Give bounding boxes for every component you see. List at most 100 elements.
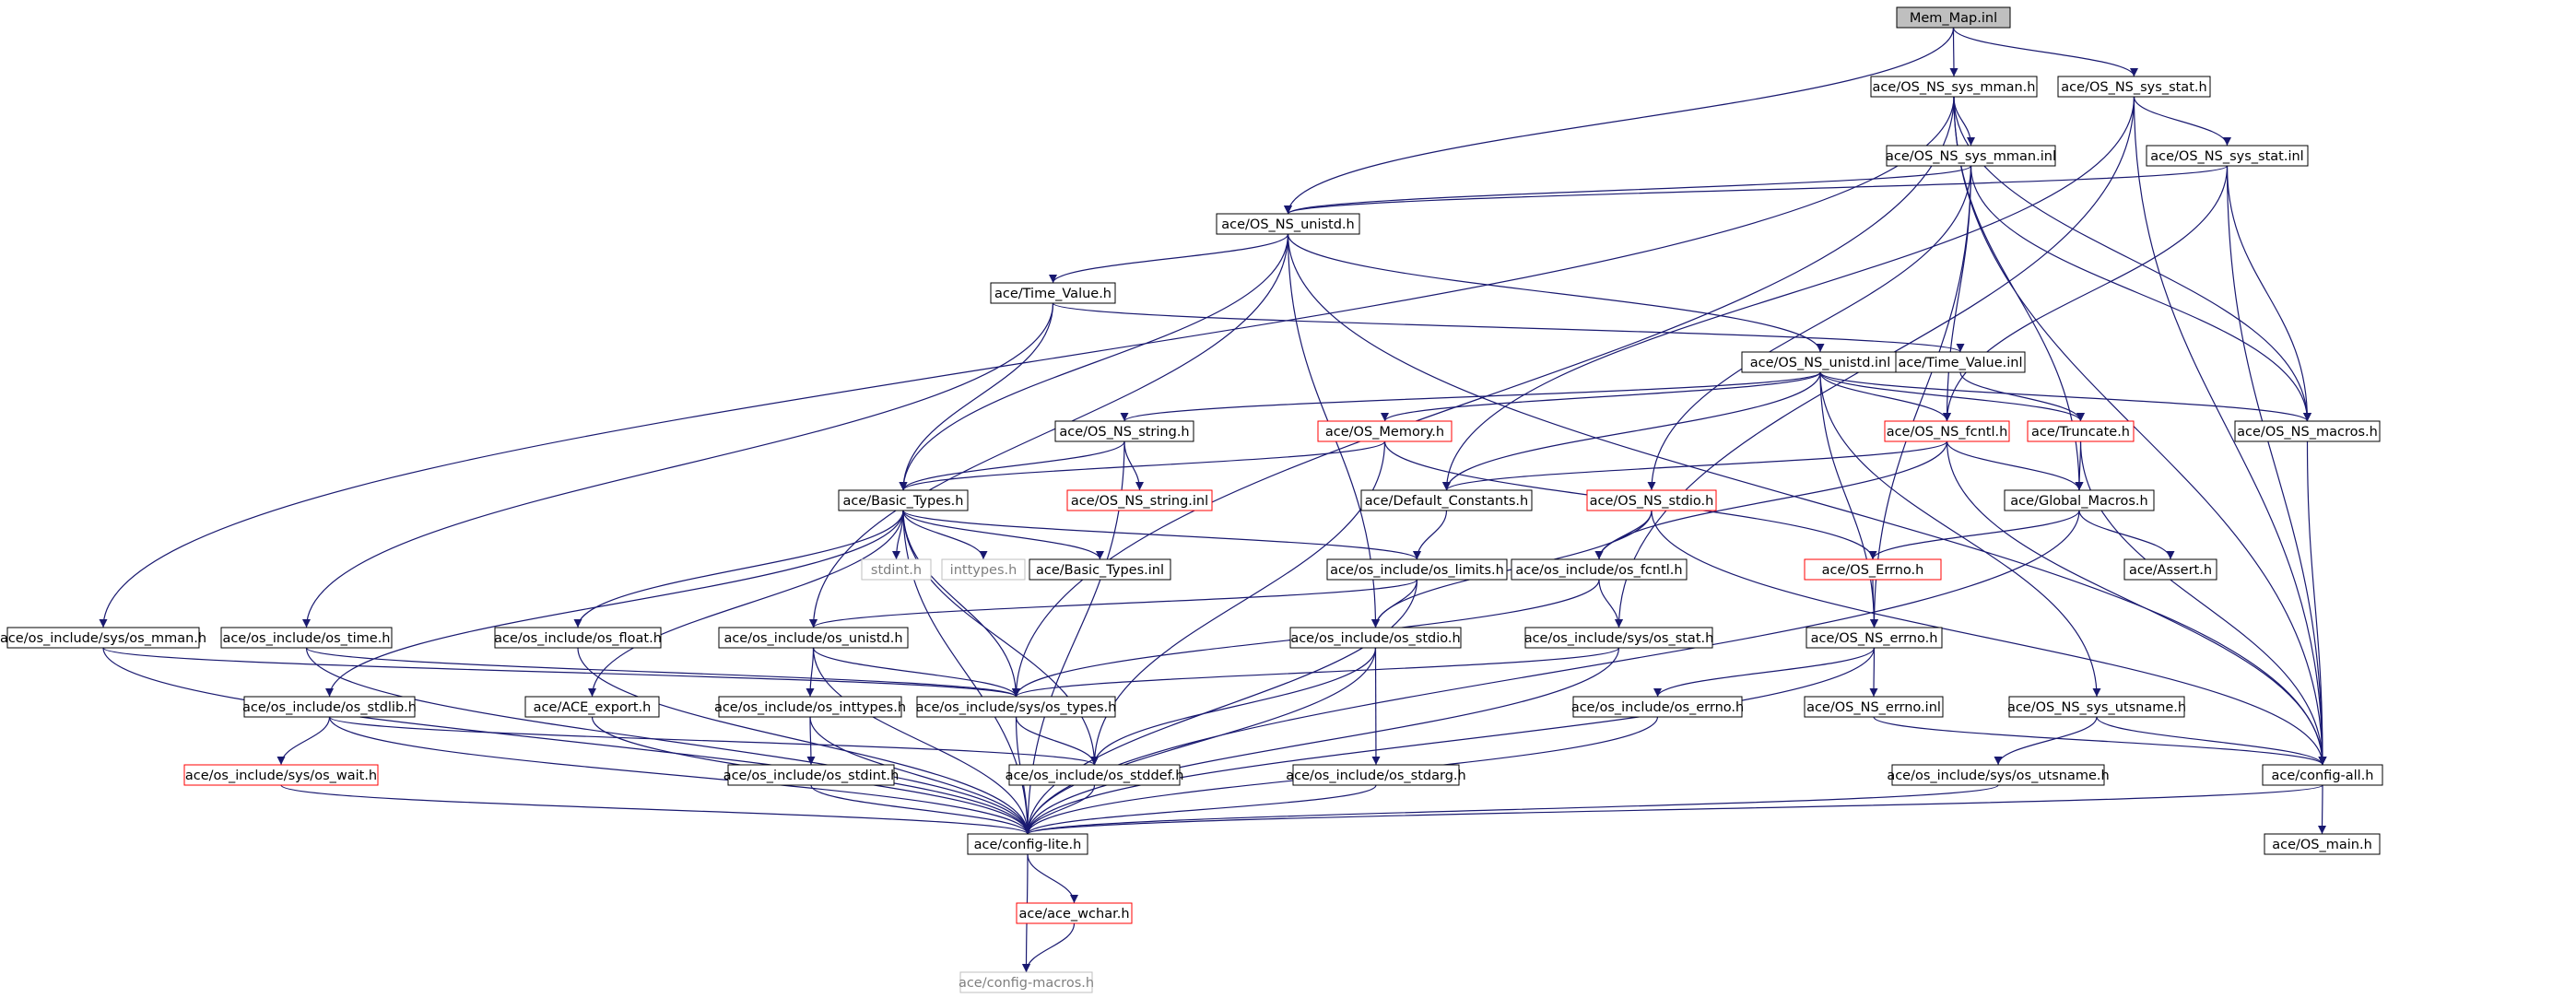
node-os-limits-h[interactable]: ace/os_include/os_limits.h: [1326, 558, 1508, 581]
node-label: ace/os_include/sys/os_mman.h: [0, 631, 206, 646]
edge-macros_h-to-config_all_h: [2306, 440, 2327, 766]
node-basic-types-inl[interactable]: ace/Basic_Types.inl: [1029, 558, 1171, 581]
node-time-value-h[interactable]: ace/Time_Value.h: [990, 282, 1116, 304]
node-label: ace/ACE_export.h: [534, 700, 652, 715]
node-assert-h[interactable]: ace/Assert.h: [2123, 558, 2217, 581]
edge-sys_stat_inl-to-config_all_h: [2226, 165, 2327, 766]
edge-sys_os_stat_h-to-config_lite_h: [1023, 647, 1620, 835]
edge-stdio_h-to-config_all_h: [1651, 510, 2327, 766]
node-sys-os-types-h[interactable]: ace/os_include/sys/os_types.h: [916, 696, 1117, 718]
node-sys-stat-h[interactable]: ace/OS_NS_sys_stat.h: [2057, 76, 2211, 98]
node-box: [718, 696, 902, 718]
edge-time_value_h-to-time_value_inl: [1052, 302, 1965, 353]
node-truncate-h[interactable]: ace/Truncate.h: [2027, 420, 2135, 442]
node-ace-wchar-h[interactable]: ace/ace_wchar.h: [1016, 902, 1133, 924]
node-os-time-h[interactable]: ace/os_include/os_time.h: [220, 627, 393, 649]
node-box: [2234, 420, 2381, 442]
node-stdint-h[interactable]: stdint.h: [861, 558, 932, 581]
node-ns-errno-h[interactable]: ace/OS_NS_errno.h: [1806, 627, 1943, 649]
node-label: ace/OS_NS_errno.h: [1811, 631, 1938, 646]
node-os-stdio-h[interactable]: ace/os_include/os_stdio.h: [1289, 627, 1462, 649]
node-label: ace/Time_Value.inl: [1898, 356, 2022, 370]
node-os-main-h[interactable]: ace/OS_main.h: [2264, 833, 2381, 855]
node-sys-os-mman-h[interactable]: ace/os_include/sys/os_mman.h: [0, 627, 206, 649]
node-label: ace/os_include/os_limits.h: [1330, 563, 1504, 578]
node-inttypes-h[interactable]: inttypes.h: [941, 558, 1026, 581]
node-os-unistd-h[interactable]: ace/os_include/os_unistd.h: [718, 627, 909, 649]
node-config-lite-h[interactable]: ace/config-lite.h: [967, 833, 1088, 855]
node-os-float-h[interactable]: ace/os_include/os_float.h: [494, 627, 662, 649]
edge-os_time_h-to-config_lite_h: [305, 647, 1032, 835]
node-os-fcntl-h[interactable]: ace/os_include/os_fcntl.h: [1511, 558, 1688, 581]
edge-ns_errno_inl-to-config_all_h: [1873, 716, 2327, 766]
node-label: ace/OS_NS_string.inl: [1071, 494, 1208, 509]
node-fcntl-h[interactable]: ace/OS_NS_fcntl.h: [1884, 420, 2010, 442]
node-stdio-h[interactable]: ace/OS_NS_stdio.h: [1586, 489, 1717, 511]
node-sys-stat-inl[interactable]: ace/OS_NS_sys_stat.inl: [2146, 145, 2309, 167]
node-box: [1572, 696, 1743, 718]
node-box: [1884, 420, 2010, 442]
node-os-stdint-h[interactable]: ace/os_include/os_stdint.h: [723, 764, 900, 786]
node-box: [2123, 558, 2217, 581]
node-ace-export-h[interactable]: ace/ACE_export.h: [524, 696, 660, 718]
edge-unistd_h-to-config_all_h: [1287, 233, 2327, 766]
edge-basic_types_h-to-os_stdlib_h: [325, 510, 904, 698]
node-macros-h[interactable]: ace/OS_NS_macros.h: [2234, 420, 2381, 442]
node-label: Mem_Map.inl: [1910, 11, 1997, 26]
node-basic-types-h[interactable]: ace/Basic_Types.h: [838, 489, 969, 511]
node-label: ace/os_include/os_float.h: [494, 631, 662, 646]
edge-sys_stat_inl-to-fcntl_h: [1943, 165, 2229, 422]
node-label: ace/os_include/sys/os_types.h: [916, 700, 1117, 715]
node-sys-mman-h[interactable]: ace/OS_NS_sys_mman.h: [1870, 76, 2038, 98]
edge-sys_utsname_h-to-sys_os_utsname_h: [1994, 716, 2098, 766]
edge-sys_os_utsname_h-to-config_lite_h: [1023, 784, 1999, 835]
edge-os_inttypes_h-to-config_lite_h: [809, 716, 1032, 835]
node-sys-os-utsname-h[interactable]: ace/os_include/sys/os_utsname.h: [1887, 764, 2110, 786]
node-os-stdarg-h[interactable]: ace/os_include/os_stdarg.h: [1286, 764, 1466, 786]
node-memory-h[interactable]: ace/OS_Memory.h: [1317, 420, 1453, 442]
node-string-inl[interactable]: ace/OS_NS_string.inl: [1066, 489, 1213, 511]
node-os-stdlib-h[interactable]: ace/os_include/os_stdlib.h: [242, 696, 417, 718]
node-box: [1896, 6, 2011, 29]
node-box: [967, 833, 1088, 855]
edge-unistd_inl-to-string_h: [1120, 371, 1821, 422]
edge-sys_os_stat_h-to-sys_os_types_h: [1012, 647, 1620, 698]
node-sys-os-stat-h[interactable]: ace/os_include/sys/os_stat.h: [1524, 627, 1714, 649]
node-unistd-h[interactable]: ace/OS_NS_unistd.h: [1216, 213, 1360, 235]
node-box: [2146, 145, 2309, 167]
node-box: [1216, 213, 1360, 235]
node-os-errno-ace-h[interactable]: ace/OS_Errno.h: [1804, 558, 1942, 581]
node-ns-errno-inl[interactable]: ace/OS_NS_errno.inl: [1804, 696, 1944, 718]
node-box: [1524, 627, 1713, 649]
node-os-errno-h[interactable]: ace/os_include/os_errno.h: [1571, 696, 1744, 718]
node-os-stddef-h[interactable]: ace/os_include/os_stddef.h: [1006, 764, 1184, 786]
node-string-h[interactable]: ace/OS_NS_string.h: [1054, 420, 1194, 442]
node-unistd-inl[interactable]: ace/OS_NS_unistd.inl: [1741, 351, 1900, 373]
edge-sys_os_types_h-to-os_stddef_h: [1015, 716, 1099, 766]
node-box: [727, 764, 895, 786]
node-time-value-inl[interactable]: ace/Time_Value.inl: [1895, 351, 2026, 373]
node-global-macros-h[interactable]: ace/Global_Macros.h: [2004, 489, 2155, 511]
node-sys-os-wait-h[interactable]: ace/os_include/sys/os_wait.h: [183, 764, 379, 786]
edge-os_stdlib_h-to-sys_os_wait_h: [276, 716, 331, 766]
node-os-inttypes-h[interactable]: ace/os_include/os_inttypes.h: [714, 696, 906, 718]
node-box: [2262, 764, 2383, 786]
node-label: ace/OS_NS_sys_mman.h: [1873, 80, 2036, 95]
edge-unistd_inl-to-macros_h: [1819, 371, 2311, 422]
node-label: ace/Truncate.h: [2031, 425, 2130, 440]
node-label: ace/Basic_Types.inl: [1036, 563, 1164, 578]
edge-default_constants_h-to-os_limits_h: [1413, 510, 1448, 560]
node-box: [2004, 489, 2155, 511]
node-config-macros-h[interactable]: ace/config-macros.h: [959, 971, 1094, 993]
edge-mem_map_inl-to-sys_mman_h: [1949, 27, 1958, 77]
edge-sys_mman_inl-to-ns_errno_h: [1870, 165, 1972, 628]
node-label: ace/OS_NS_sys_stat.inl: [2150, 149, 2303, 164]
node-sys-utsname-h[interactable]: ace/OS_NS_sys_utsname.h: [2007, 696, 2186, 718]
node-sys-mman-inl[interactable]: ace/OS_NS_sys_mman.inl: [1886, 145, 2056, 167]
node-default-constants-h[interactable]: ace/Default_Constants.h: [1360, 489, 1533, 511]
node-box: [1008, 764, 1181, 786]
node-config-all-h[interactable]: ace/config-all.h: [2262, 764, 2383, 786]
edge-fcntl_h-to-config_all_h: [1946, 440, 2327, 766]
edge-os_unistd_h-to-config_lite_h: [812, 647, 1032, 835]
node-label: ace/config-all.h: [2271, 769, 2373, 783]
